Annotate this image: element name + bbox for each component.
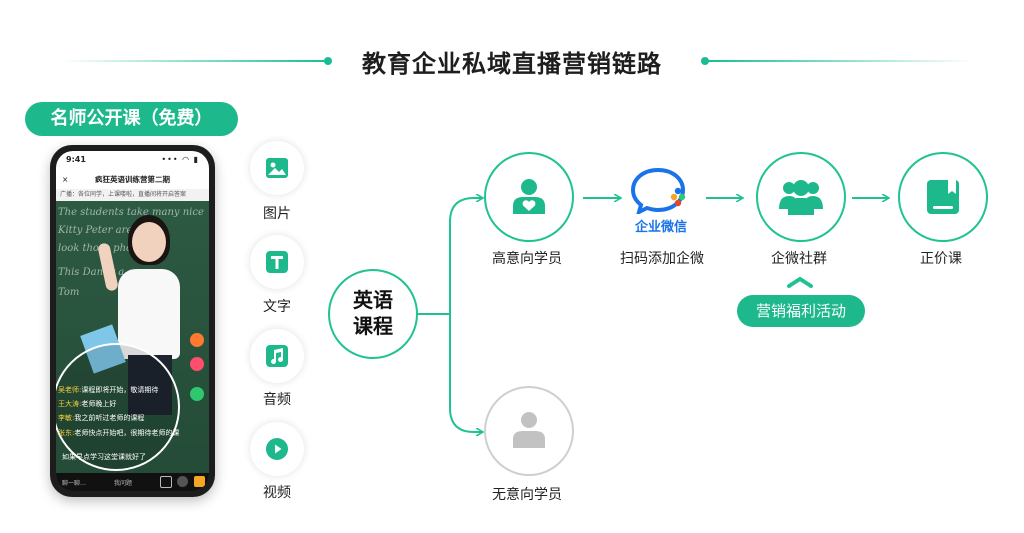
title-dot-right (701, 57, 709, 65)
wecom-logo-icon (630, 167, 686, 214)
book-bookmark-icon (927, 180, 959, 214)
english-course-node: 英语 课程 (328, 269, 418, 359)
chalk-line: Tom (58, 287, 80, 298)
title-line-left (60, 60, 328, 62)
wechat-icon[interactable] (190, 387, 204, 401)
title-dot-left (324, 57, 332, 65)
music-note-icon (266, 345, 288, 367)
media-label: 文字 (263, 299, 291, 315)
close-icon[interactable]: × (62, 175, 69, 184)
chalk-line: The students take many nice (58, 207, 204, 218)
chevron-up-icon (787, 276, 813, 288)
scan-add-wecom-label: 扫码添加企微 (620, 251, 704, 267)
broadcast-notice: 广播：各位同学，上课喽啦，直播间将开启答案 (56, 189, 209, 201)
center-line-1: 英语 (353, 288, 393, 312)
media-label: 图片 (263, 206, 291, 222)
comment-icon[interactable] (160, 476, 172, 488)
audio-media-circle (250, 329, 304, 383)
gift-icon[interactable] (190, 333, 204, 347)
media-label: 视频 (263, 485, 291, 501)
arrow-to-no-intent (449, 314, 482, 432)
play-icon (266, 438, 288, 460)
chat-message: 张东:老师快点开始吧，很期待老师的课 (58, 429, 180, 437)
text-t-icon (266, 251, 288, 273)
title-line-right (706, 60, 974, 62)
group-icon (779, 180, 823, 215)
image-media-circle (250, 141, 304, 195)
video-media-circle (250, 422, 304, 476)
page-title: 教育企业私域直播营销链路 (362, 50, 662, 78)
magnifier-lens (56, 343, 180, 471)
status-bar: 9:41 ••• ◠ ▮ (56, 151, 209, 171)
media-label: 音频 (263, 392, 291, 408)
cart-icon[interactable] (194, 476, 205, 487)
chat-message: 李敏:我之前听过老师的课程 (58, 414, 145, 422)
high-intent-label: 高意向学员 (492, 251, 562, 267)
chat-input[interactable]: 聊一聊… (62, 480, 87, 487)
phone-screen: The students take many nice Kitty Peter … (56, 151, 209, 491)
chalk-line: This Danny a cap (58, 267, 146, 278)
signal-icon: ••• ◠ ▮ (161, 155, 199, 164)
center-line-2: 课程 (353, 314, 393, 338)
no-intent-label: 无意向学员 (492, 487, 562, 503)
student-gray-icon (513, 412, 545, 448)
paid-course-label: 正价课 (920, 251, 962, 267)
image-icon (266, 158, 288, 178)
chalk-line: Kitty Peter are sh (58, 225, 148, 236)
arrow-to-high-intent (449, 198, 482, 314)
heart-icon[interactable] (190, 357, 204, 371)
wecom-community-label: 企微社群 (771, 251, 827, 267)
marketing-activity-pill: 营销福利活动 (737, 295, 865, 327)
live-app-bar: × 疯狂英语训练营第二期 (56, 171, 209, 189)
chat-message: 如果早点学习这堂课就好了 (62, 453, 146, 461)
wecom-community-node (756, 152, 846, 242)
free-course-pill: 名师公开课（免费） (25, 102, 238, 136)
chat-input-bar: 聊一聊… 我问题 (56, 473, 209, 491)
high-intent-node (484, 152, 574, 242)
paid-course-node (898, 152, 988, 242)
teacher-face (132, 222, 166, 262)
student-heart-icon (513, 179, 545, 214)
chat-message: 吴老师:课程即将开始，敬请期待 (58, 386, 159, 394)
text-media-circle (250, 235, 304, 289)
chat-message: 王大涛:老师晚上好 (58, 400, 117, 408)
wecom-logo-text: 企业微信 (634, 220, 687, 235)
live-room-title: 疯狂英语训练营第二期 (95, 175, 170, 184)
status-time: 9:41 (66, 155, 86, 164)
more-icon[interactable] (177, 476, 188, 487)
question-button[interactable]: 我问题 (114, 480, 133, 487)
no-intent-node (484, 386, 574, 476)
